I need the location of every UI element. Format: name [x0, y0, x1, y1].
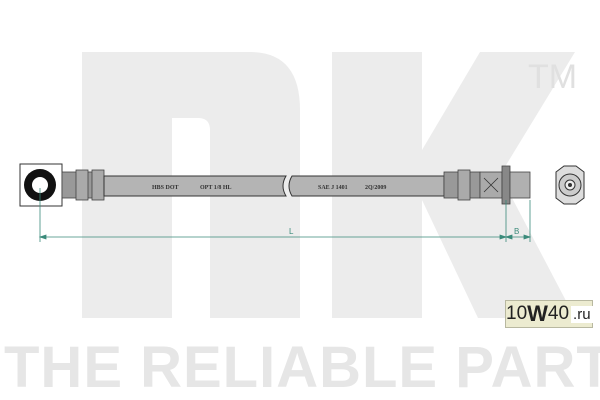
end-view	[555, 165, 585, 205]
right-fitting	[443, 165, 531, 205]
b-label: B	[514, 227, 519, 236]
dimension-lines	[38, 188, 532, 242]
hose-marking: HBS DOT	[152, 185, 179, 191]
trademark: TM	[528, 58, 577, 96]
watermark-domain: .ru	[571, 305, 593, 323]
hose-body	[103, 175, 445, 197]
slogan: THE RELIABLE PART	[4, 335, 600, 400]
hose-marking: OPT 1/8 HL	[200, 185, 232, 191]
left-crimp	[61, 169, 105, 201]
hose-marking: 2Q/2009	[365, 185, 386, 191]
watermark-prefix: 10	[506, 303, 528, 324]
left-eye-fitting	[19, 163, 63, 207]
length-label: L	[289, 227, 294, 236]
watermark-w: W	[527, 301, 548, 326]
hose-marking: SAE J 1401	[318, 185, 348, 191]
watermark-suffix: 40	[547, 303, 570, 324]
